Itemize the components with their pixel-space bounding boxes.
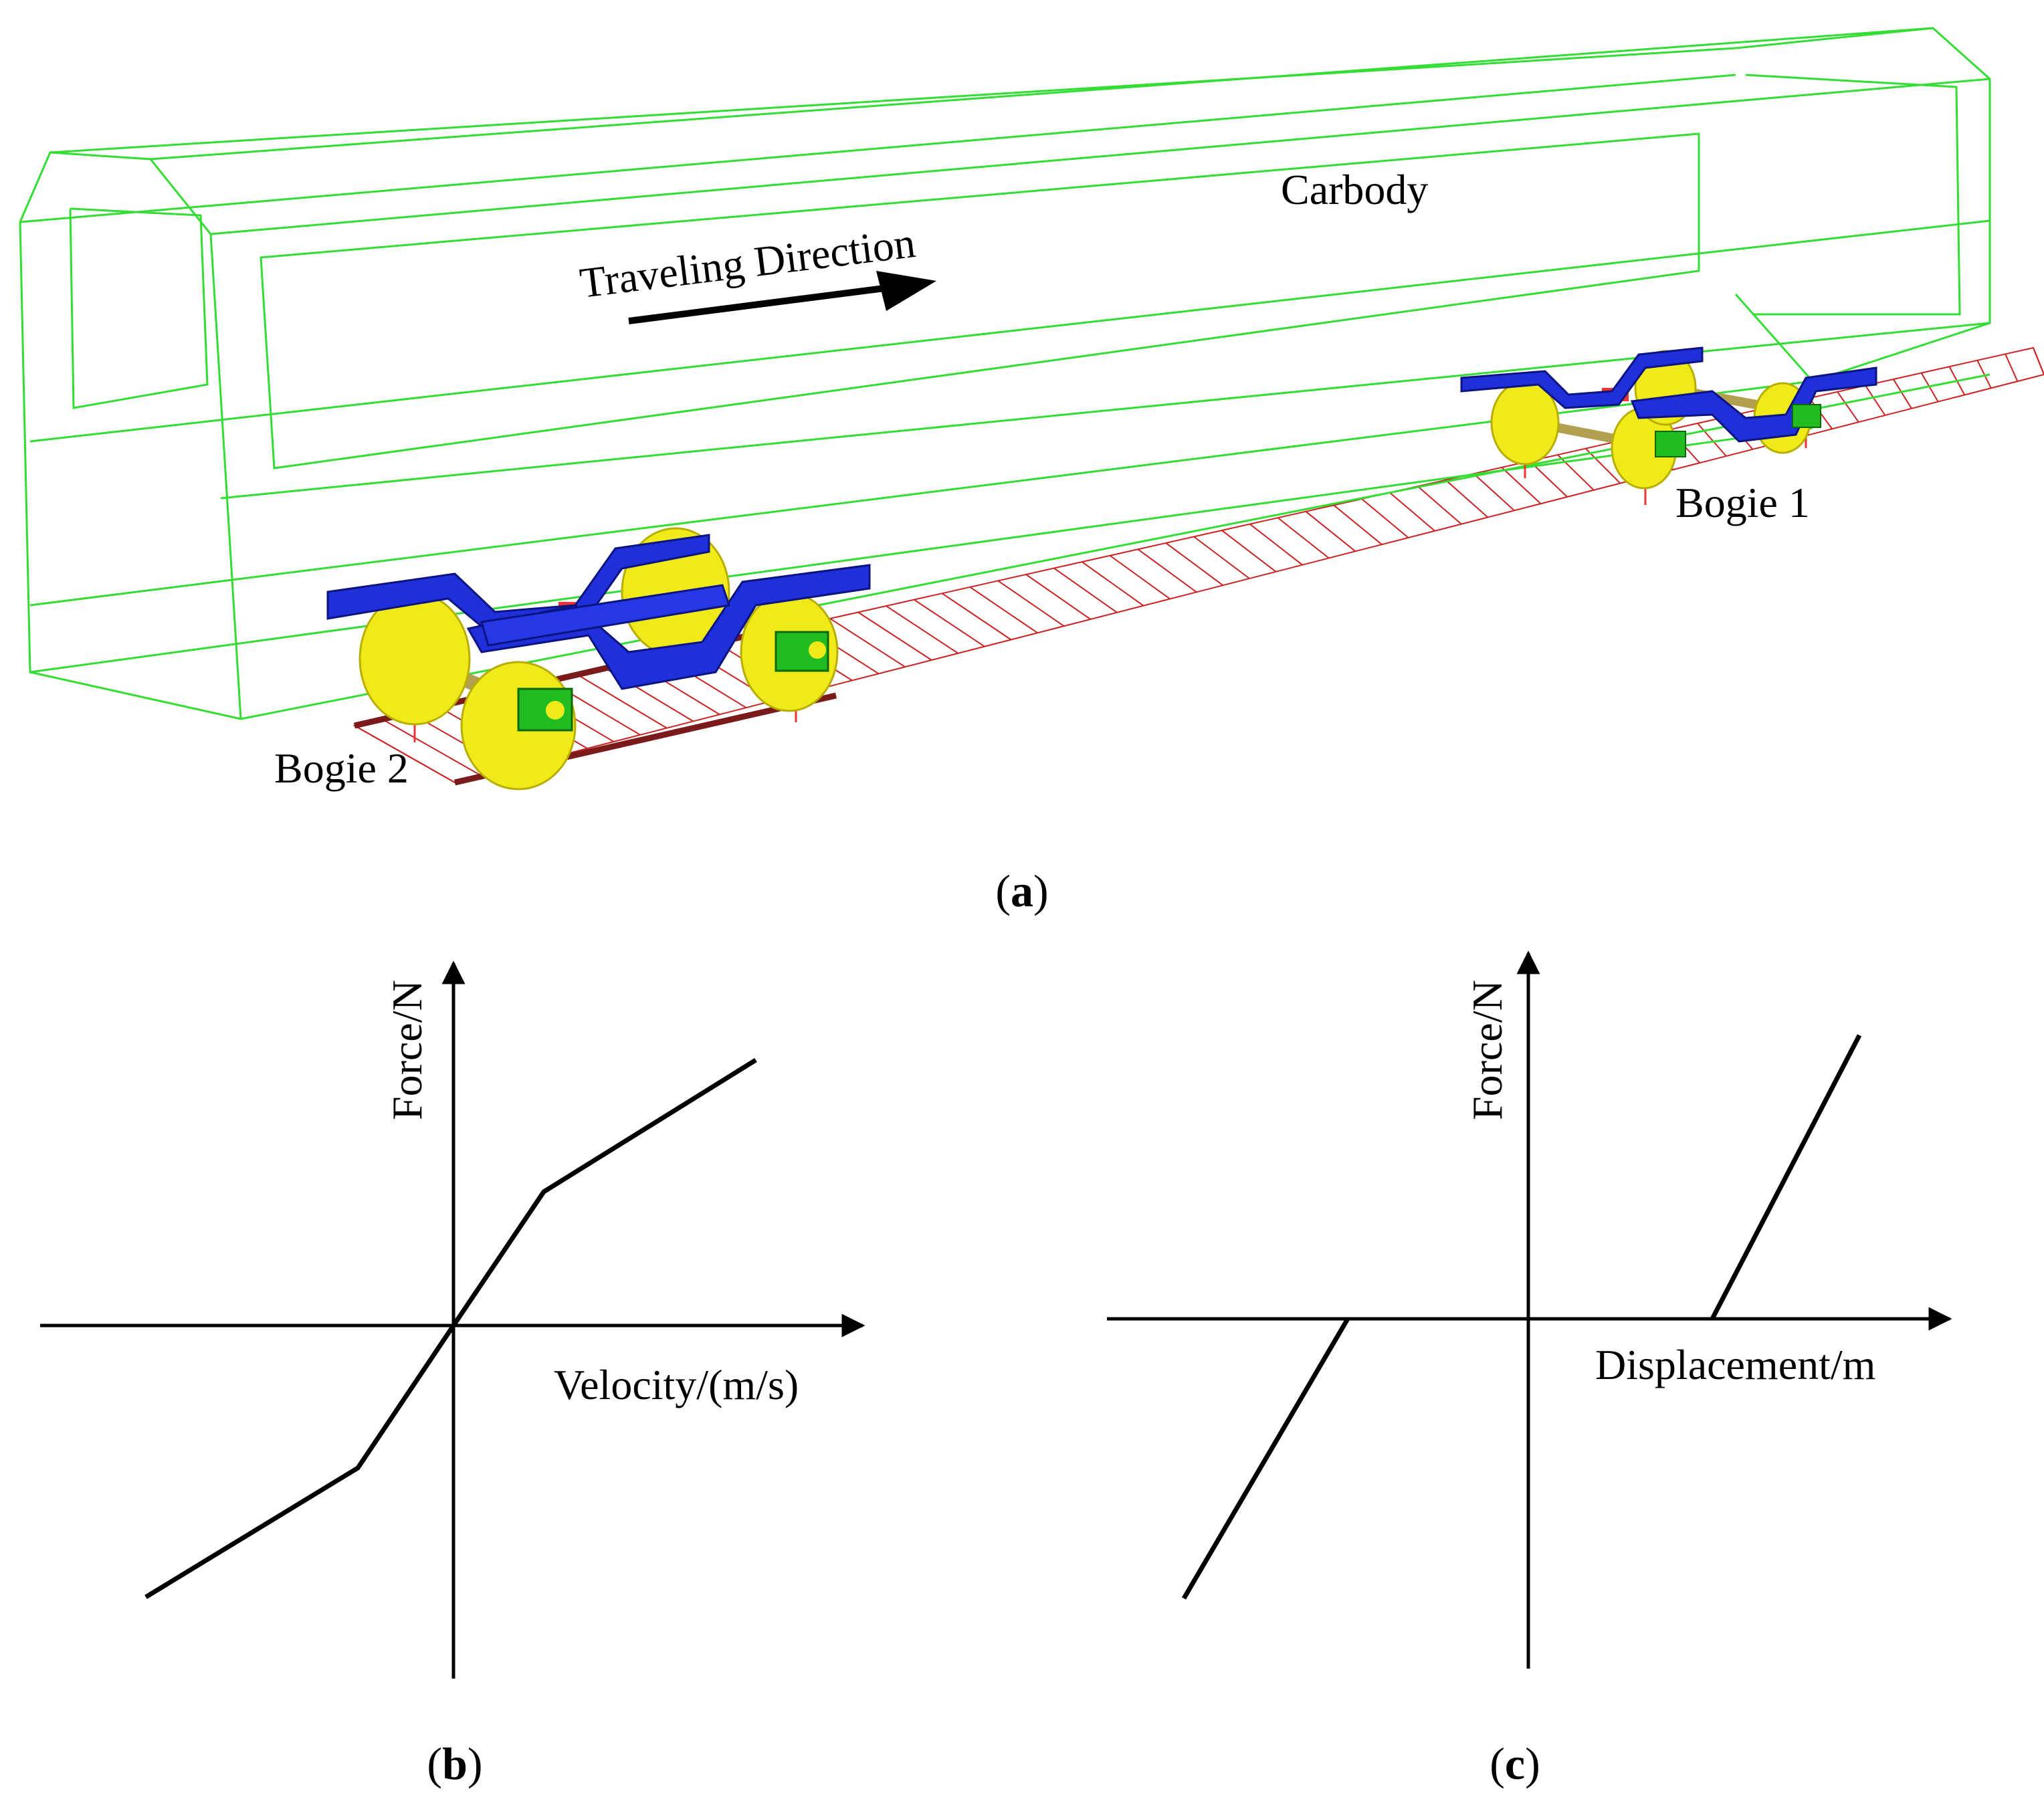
roof-edge-2 bbox=[150, 27, 1934, 161]
sleeper bbox=[2005, 354, 2019, 382]
x-axis-label: Displacement/m bbox=[1595, 1341, 1875, 1388]
sleeper bbox=[1389, 492, 1435, 532]
sleeper bbox=[1109, 554, 1170, 600]
caption-a: (a) bbox=[995, 865, 1048, 916]
sleeper bbox=[1305, 511, 1356, 552]
bolster bbox=[480, 584, 730, 647]
sleeper bbox=[1249, 523, 1303, 566]
caption-b-close: ) bbox=[468, 1738, 483, 1789]
x-axis-label: Velocity/(m/s) bbox=[554, 1361, 799, 1408]
direction-arrow bbox=[628, 284, 890, 324]
side-frame-outer bbox=[326, 534, 710, 633]
side-frame-inner bbox=[1630, 366, 1877, 443]
sleeper bbox=[1865, 385, 1886, 416]
carbody-wireframe bbox=[19, 27, 1991, 720]
roof-edge-1 bbox=[49, 47, 1736, 154]
sleeper bbox=[1277, 517, 1330, 559]
carbody-label: Carbody bbox=[1281, 166, 1428, 213]
sleeper bbox=[1193, 536, 1250, 579]
direction-arrowhead bbox=[876, 271, 936, 311]
sleeper bbox=[1557, 454, 1595, 491]
wheel bbox=[359, 592, 471, 726]
bump-stop-left bbox=[1181, 1317, 1350, 1600]
caption-a-open: ( bbox=[995, 865, 1011, 916]
caption-b-open: ( bbox=[427, 1738, 442, 1789]
roof-edge-4 bbox=[19, 74, 1736, 223]
bottom-edge-2 bbox=[240, 373, 1990, 720]
sleeper bbox=[1501, 467, 1542, 504]
side-mid-1 bbox=[29, 219, 1990, 443]
y-axis-label: Force/N bbox=[383, 980, 431, 1120]
sleeper bbox=[1529, 460, 1568, 498]
sleeper bbox=[1221, 530, 1277, 572]
sleeper bbox=[2033, 347, 2044, 375]
axle-box bbox=[1792, 404, 1821, 428]
sleeper bbox=[1976, 360, 1992, 389]
sleeper bbox=[1837, 391, 1859, 423]
caption-c-open: ( bbox=[1490, 1738, 1505, 1789]
panel-c: Force/N Displacement/m (c) bbox=[1107, 950, 1952, 1789]
caption-a-close: ) bbox=[1033, 865, 1049, 916]
axle-cap bbox=[546, 701, 565, 720]
sleeper bbox=[829, 618, 906, 668]
caption-c: (c) bbox=[1490, 1738, 1540, 1789]
caption-a-letter: a bbox=[1011, 865, 1033, 916]
sleeper bbox=[1417, 486, 1462, 525]
sleeper bbox=[1361, 498, 1409, 538]
sleeper bbox=[1697, 423, 1727, 457]
panel-a: Carbody Traveling Direction Bogie 1 Bogi… bbox=[19, 27, 2044, 916]
bogie-1-label: Bogie 1 bbox=[1675, 479, 1810, 526]
sleeper bbox=[969, 587, 1038, 634]
sleeper bbox=[1137, 548, 1197, 593]
caption-c-close: ) bbox=[1525, 1738, 1540, 1789]
side-frame-inner bbox=[466, 564, 871, 690]
axle-cap bbox=[809, 641, 826, 659]
sleeper bbox=[1165, 542, 1223, 586]
sleeper bbox=[1473, 473, 1515, 512]
side-window bbox=[260, 132, 1700, 469]
sleeper bbox=[354, 725, 455, 783]
carbody-front-inner bbox=[69, 207, 209, 409]
sleeper bbox=[1082, 561, 1144, 607]
side-frame-outer bbox=[1460, 346, 1704, 409]
sleeper bbox=[886, 605, 958, 654]
caption-c-letter: c bbox=[1505, 1738, 1525, 1789]
sleeper bbox=[1892, 379, 1912, 409]
caption-b-letter: b bbox=[442, 1738, 468, 1789]
sleeper bbox=[997, 580, 1065, 627]
sleeper bbox=[857, 611, 932, 661]
carbody-rear-inner bbox=[1745, 74, 1961, 316]
sleeper bbox=[382, 718, 482, 776]
bump-stop-right bbox=[1710, 1034, 1862, 1320]
bogie-2 bbox=[326, 527, 871, 790]
sleeper bbox=[941, 593, 1012, 641]
sleeper bbox=[1333, 504, 1383, 545]
y-axis-label: Force/N bbox=[1463, 980, 1511, 1120]
bottom-edge-3 bbox=[29, 427, 1813, 673]
sleeper bbox=[1025, 574, 1091, 620]
panel-b: Force/N Velocity/(m/s) (b) bbox=[40, 960, 865, 1789]
roof-edge-3 bbox=[210, 78, 1990, 235]
sleeper bbox=[1053, 567, 1118, 613]
carbody-front-outer bbox=[19, 151, 242, 720]
sleeper bbox=[1585, 447, 1621, 484]
sleeper bbox=[578, 674, 668, 729]
bogie-1 bbox=[1460, 346, 1877, 505]
axle-box bbox=[1655, 431, 1686, 457]
damper-curve bbox=[144, 1058, 757, 1599]
sleeper bbox=[914, 599, 985, 647]
bogie-2-label: Bogie 2 bbox=[274, 744, 409, 792]
sleeper bbox=[1445, 480, 1489, 518]
caption-b: (b) bbox=[427, 1738, 482, 1789]
